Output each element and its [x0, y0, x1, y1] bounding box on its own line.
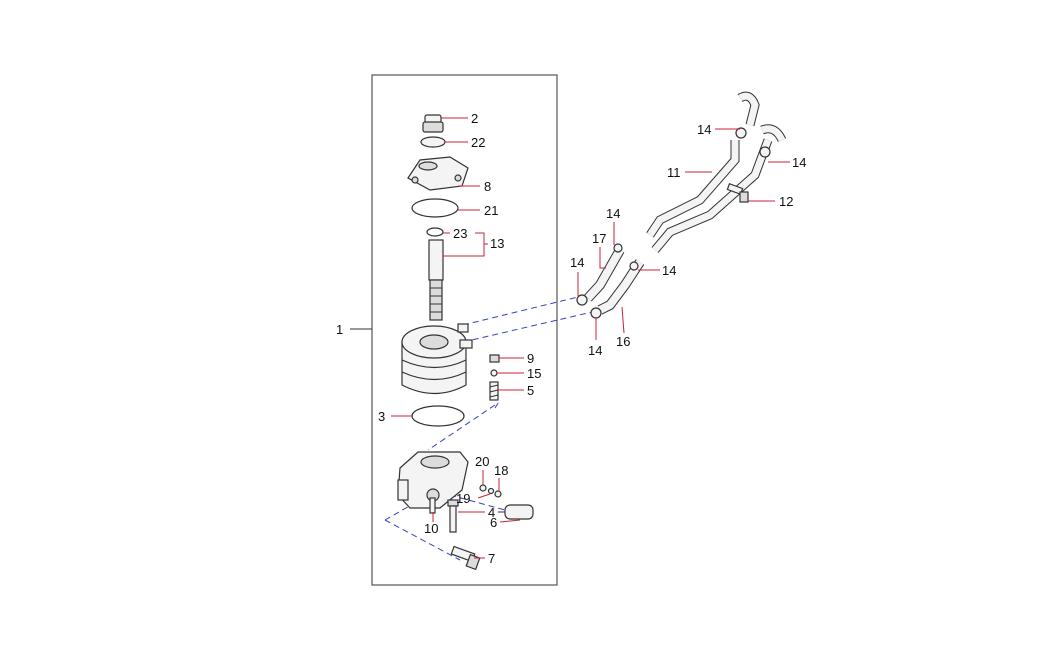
callout-14-left: 14	[570, 255, 584, 270]
callout-23: 23	[453, 226, 467, 241]
callout-16: 16	[616, 334, 630, 349]
washer-18	[494, 490, 502, 498]
washer-20	[479, 484, 487, 492]
center-bolt	[428, 239, 444, 321]
callout-18: 18	[494, 463, 508, 478]
hose-11	[646, 91, 787, 253]
oil-cooler-body	[401, 323, 473, 394]
spring-5	[489, 381, 499, 401]
hose-17	[584, 247, 625, 302]
callout-19: 19	[456, 491, 470, 506]
ring-15	[490, 369, 498, 377]
base-housing	[397, 451, 469, 509]
callout-7: 7	[488, 551, 495, 566]
callout-22: 22	[471, 135, 485, 150]
callout-14-right: 14	[792, 155, 806, 170]
callout-10: 10	[424, 521, 438, 536]
callout-6: 6	[490, 515, 497, 530]
hose-16	[597, 259, 645, 315]
callout-17: 17	[592, 231, 606, 246]
washer-19	[487, 487, 495, 495]
callout-14-bottom: 14	[588, 343, 602, 358]
callout-2: 2	[471, 111, 478, 126]
callout-15: 15	[527, 366, 541, 381]
cap-bolt-6	[498, 504, 534, 520]
stud-10	[429, 497, 436, 514]
callout-8: 8	[484, 179, 491, 194]
callout-14-top: 14	[697, 122, 711, 137]
callout-11: 11	[667, 165, 681, 180]
callout-4: 4	[488, 505, 495, 520]
leader-lines	[391, 117, 790, 559]
o-ring-21	[411, 198, 459, 218]
assembly-frame	[371, 74, 558, 586]
callout-12: 12	[779, 194, 793, 209]
bolt-12	[726, 183, 749, 203]
o-ring-22	[420, 136, 446, 148]
bolt-4	[447, 499, 459, 533]
callout-1: 1	[336, 322, 343, 337]
o-ring-23	[426, 227, 444, 237]
callout-9: 9	[527, 351, 534, 366]
cover-housing	[407, 156, 469, 191]
callout-21: 21	[484, 203, 498, 218]
callout-14-mid-right: 14	[662, 263, 676, 278]
callout-14-mid: 14	[606, 206, 620, 221]
callout-labels: 1 2 22 8 21 23 13 9 15 5 3 20 18 19 4 6 …	[336, 111, 806, 566]
callout-3: 3	[378, 409, 385, 424]
callout-13: 13	[490, 236, 504, 251]
plug-part	[422, 114, 444, 133]
callout-5: 5	[527, 383, 534, 398]
gasket-ring	[411, 405, 465, 427]
hose-clamps	[576, 127, 771, 319]
plug-9	[489, 354, 500, 363]
callout-20: 20	[475, 454, 489, 469]
